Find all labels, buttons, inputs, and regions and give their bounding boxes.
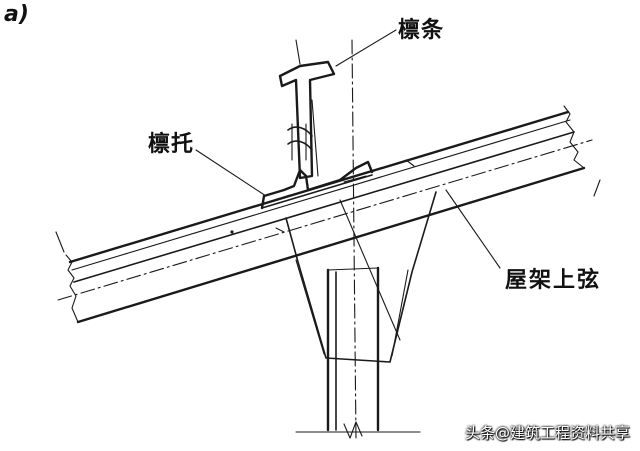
vertical-web-member [295, 39, 421, 441]
figure-label: a) [4, 2, 29, 27]
right-break-mark [563, 105, 585, 169]
holder-weld [267, 194, 291, 203]
chord-inner-line [73, 131, 575, 283]
web-break-zigzag [343, 421, 363, 439]
leader-purlin-holder [195, 149, 267, 197]
gusset-right-inner [391, 269, 409, 357]
holder-base [261, 174, 373, 209]
bolt-lower [287, 140, 313, 151]
chord-centerline [57, 139, 593, 301]
leader-purlin [335, 29, 397, 67]
gusset-weld-mark-right [405, 159, 415, 167]
purlin-label: 檩条 [398, 18, 445, 43]
truss-top-chord-label: 屋架上弦 [505, 268, 602, 293]
purlin-section [278, 60, 336, 180]
purlin-axis-top [295, 39, 301, 65]
purlin [278, 39, 336, 180]
bolt-upper [287, 126, 313, 137]
gusset-outline [285, 191, 437, 363]
web-centerline [351, 39, 357, 441]
left-break-mark [65, 254, 79, 323]
chord-bottom-edge [76, 166, 586, 324]
right-edge-tick [593, 179, 601, 197]
gusset-left-inner [295, 259, 325, 355]
web-top-edge [327, 267, 379, 271]
left-edge-tick [55, 231, 65, 253]
diagonal-guide-line [339, 199, 401, 341]
chord-flange-line [71, 119, 571, 271]
holder-weld-right [343, 175, 367, 183]
watermark: 头条@建筑工程资料共享 [464, 424, 630, 442]
gusset-plate [275, 159, 437, 363]
chord-dot-mark [230, 230, 234, 234]
leader-top-chord [445, 189, 501, 269]
purlin-holder-label: 檩托 [148, 132, 195, 157]
purlin-web-line [311, 99, 319, 177]
gusset-weld-mark-left [275, 227, 285, 233]
